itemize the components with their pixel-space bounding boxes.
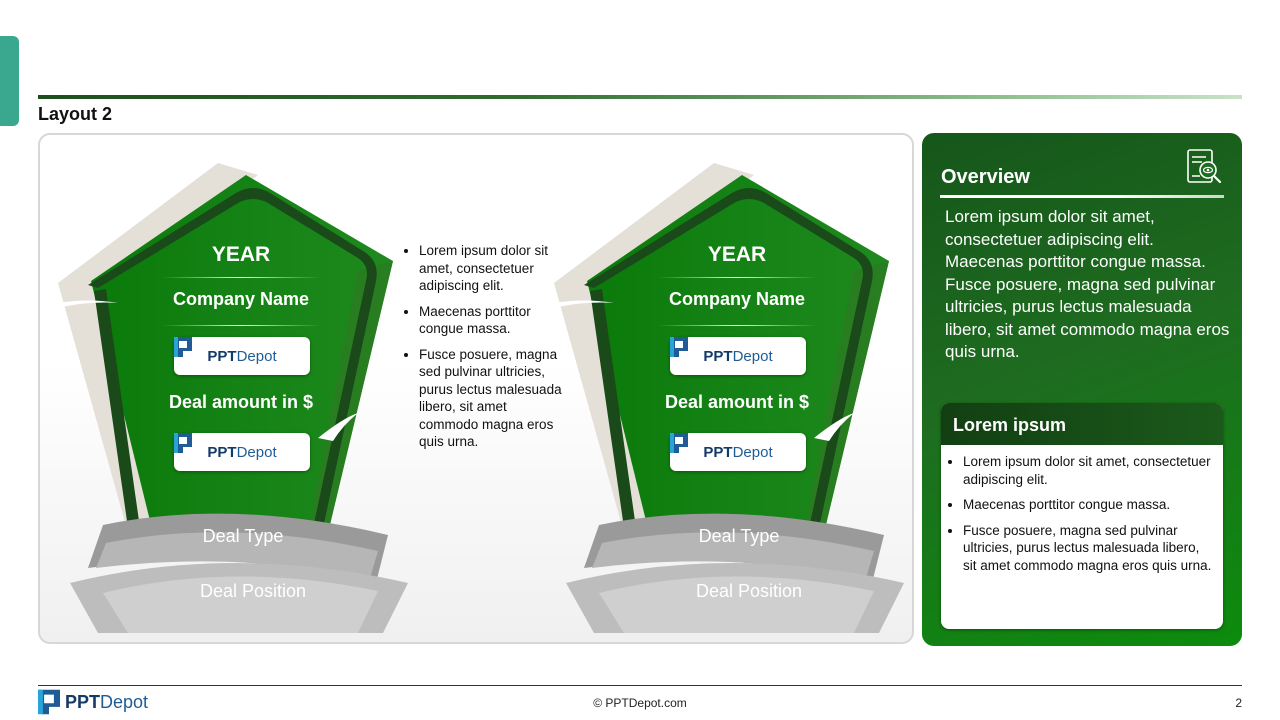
trophy-1: YEAR Company Name PPTDepot Deal amount i… (58, 163, 408, 633)
logo-box: PPTDepot (174, 433, 310, 471)
pptdepot-logo-icon (174, 337, 192, 357)
corner-tab (0, 36, 19, 126)
pptdepot-logo-icon (670, 337, 688, 357)
list-item: Maecenas porttitor congue massa. (963, 496, 1213, 514)
year-label: YEAR (211, 243, 271, 266)
lorem-card: Lorem ipsum Lorem ipsum dolor sit amet, … (941, 403, 1223, 629)
middle-bullet-list: Lorem ipsum dolor sit amet, consectetuer… (405, 242, 565, 459)
overview-title: Overview (941, 166, 1030, 188)
list-item: Lorem ipsum dolor sit amet, consectetuer… (963, 453, 1213, 488)
pptdepot-logo-icon (38, 689, 60, 715)
overview-divider (940, 195, 1224, 198)
list-item: Fusce posuere, magna sed pulvinar ultric… (963, 522, 1213, 575)
footer-logo: PPTDepot (38, 689, 148, 715)
page-number: 2 (1235, 696, 1242, 710)
separator (657, 277, 817, 278)
separator (657, 325, 817, 326)
list-item: Lorem ipsum dolor sit amet, consectetuer… (419, 242, 565, 295)
trophy-panel: YEAR Company Name PPTDepot Deal amount i… (38, 133, 914, 644)
logo-text: PPTDepot (703, 443, 773, 461)
overview-text: Lorem ipsum dolor sit amet, consectetuer… (945, 207, 1230, 361)
company-name-label: Company Name (172, 289, 310, 309)
document-search-icon (1187, 149, 1222, 184)
separator (161, 277, 321, 278)
deal-type-label: Deal Type (698, 526, 780, 546)
logo-box: PPTDepot (670, 433, 806, 471)
logo-box: PPTDepot (174, 337, 310, 375)
trophy-2: YEAR Company Name PPTDepot Deal amount i… (554, 163, 904, 633)
logo-text: PPTDepot (65, 691, 149, 712)
list-item: Maecenas porttitor congue massa. (419, 303, 565, 338)
card-title: Lorem ipsum (941, 403, 1223, 445)
logo-text: PPTDepot (207, 443, 277, 461)
list-item: Fusce posuere, magna sed pulvinar ultric… (419, 346, 565, 451)
deal-amount-label: Deal amount in $ (664, 392, 810, 412)
pptdepot-logo-icon (670, 433, 688, 453)
page-title: Layout 2 (38, 104, 113, 124)
pptdepot-logo-icon (174, 433, 192, 453)
year-label: YEAR (707, 243, 767, 266)
separator (161, 325, 321, 326)
header-divider (38, 95, 1242, 99)
overview-panel: Overview Lorem ipsum dolor sit amet, con… (922, 133, 1242, 646)
logo-text: PPTDepot (207, 347, 277, 365)
deal-position-label: Deal Position (695, 581, 803, 601)
deal-amount-label: Deal amount in $ (168, 392, 314, 412)
company-name-label: Company Name (668, 289, 806, 309)
deal-type-label: Deal Type (202, 526, 284, 546)
logo-box: PPTDepot (670, 337, 806, 375)
footer-divider (38, 685, 1242, 686)
deal-position-label: Deal Position (199, 581, 307, 601)
logo-text: PPTDepot (703, 347, 773, 365)
copyright: © PPTDepot.com (593, 696, 687, 710)
